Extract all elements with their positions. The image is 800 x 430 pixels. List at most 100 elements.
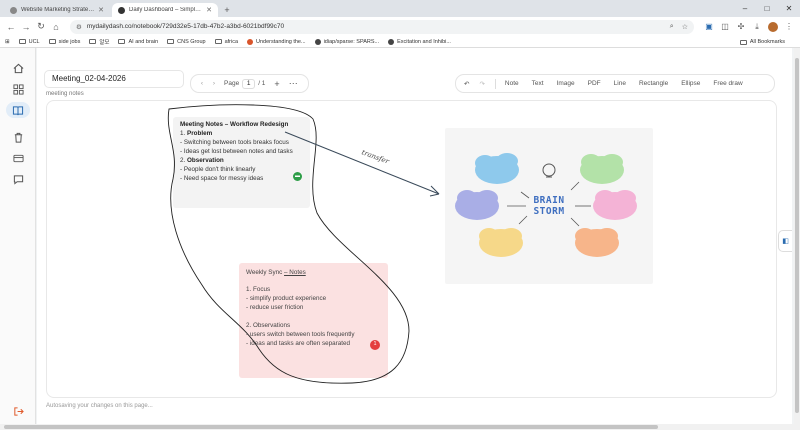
tab-website-marketing[interactable]: Website Marketing Strategies ✕ (4, 3, 110, 17)
bookmark-ai-brain[interactable]: AI and brain (118, 39, 158, 45)
scroll-thumb[interactable] (795, 58, 799, 413)
close-window-icon[interactable]: ✕ (785, 4, 793, 13)
bookmark-sparse[interactable]: idiap/sparse: SPARS... (314, 38, 380, 45)
more-options-icon[interactable]: ⋯ (288, 78, 298, 88)
more-menu-icon[interactable]: ⋮ (785, 22, 793, 31)
extension-icon[interactable]: ▣ (705, 22, 713, 31)
site-favicon-icon (118, 6, 125, 14)
note-weekly-sync[interactable]: Weekly Sync – Notes 1. Focus - simplify … (239, 263, 388, 378)
download-icon[interactable]: ⤓ (755, 21, 759, 31)
horizontal-scrollbar[interactable] (0, 424, 800, 430)
trash-icon[interactable] (10, 129, 26, 145)
notebook-nav-icon[interactable] (6, 102, 30, 118)
bookmark-understanding[interactable]: Understanding the... (247, 38, 306, 45)
all-bookmarks[interactable]: All Bookmarks (739, 36, 785, 48)
add-page-icon[interactable]: + (274, 78, 280, 89)
undo-icon[interactable]: ↶ (464, 80, 470, 88)
note-title-part: Weekly Sync (246, 269, 285, 276)
section-title: Observation (187, 156, 224, 164)
minimize-icon[interactable]: – (742, 4, 748, 13)
side-panel-toggle-icon[interactable]: ◧ (778, 230, 792, 252)
close-icon[interactable]: ✕ (98, 7, 104, 14)
folder-icon (739, 39, 747, 45)
forward-icon[interactable]: → (21, 21, 31, 32)
freehand-drawing (167, 104, 440, 384)
back-icon[interactable]: ← (6, 21, 16, 32)
bookmark-label: idiap/sparse: SPARS... (323, 38, 380, 45)
bookmark-excitation[interactable]: Excitation and Inhibi... (388, 38, 451, 45)
apps-grid-icon[interactable]: ⊞ (5, 38, 10, 45)
bookmark-star-icon[interactable]: ☆ (681, 23, 688, 31)
page-title-input[interactable]: Meeting_02-04-2026 (44, 70, 184, 88)
bookmark-ucl[interactable]: UCL (18, 38, 40, 45)
note-title: Weekly Sync – Notes (246, 268, 381, 277)
bookmark-folder-3[interactable]: 알모 (89, 38, 109, 46)
next-page-icon[interactable]: › (212, 80, 216, 87)
tool-free-draw[interactable]: Free draw (713, 80, 743, 87)
screenshot-icon[interactable]: ◫ (721, 22, 729, 31)
cloud-purple-icon (455, 190, 499, 220)
brainstorm-image[interactable]: BRAIN STORM (445, 128, 653, 284)
home-icon[interactable]: ⌂ (53, 21, 59, 32)
brainstorm-arrows (507, 181, 591, 227)
window-controls: – □ ✕ (734, 0, 800, 17)
url-text: mydailydash.co/notebook/729d32e5-17db-47… (86, 23, 285, 30)
note-line: - simplify product experience (246, 295, 327, 303)
site-favicon-icon (10, 6, 17, 14)
tab-label: Website Marketing Strategies (21, 7, 96, 13)
tool-rectangle[interactable]: Rectangle (638, 80, 669, 87)
dashboard-grid-icon[interactable] (10, 81, 26, 97)
note-meeting-workflow[interactable]: Meeting Notes – Workflow Redesign 1. Pro… (173, 117, 310, 208)
home-nav-icon[interactable] (10, 60, 26, 76)
reload-icon[interactable]: ↻ (37, 21, 45, 31)
profile-avatar[interactable] (766, 20, 780, 34)
new-tab-button[interactable]: + (224, 5, 230, 15)
note-line: - Need space for messy ideas (180, 174, 264, 182)
tab-label: Daily Dashboard – Simple Life (129, 7, 204, 13)
prev-page-icon[interactable]: ‹ (200, 80, 204, 87)
green-chat-badge-icon[interactable]: ▬ (293, 172, 302, 181)
comment-count-badge[interactable]: 1 (370, 340, 380, 350)
tab-daily-dashboard[interactable]: Daily Dashboard – Simple Life ✕ (112, 3, 218, 17)
notebook-canvas[interactable]: Meeting Notes – Workflow Redesign 1. Pro… (46, 100, 777, 398)
bookmark-side-jobs[interactable]: side jobs (48, 39, 80, 45)
logout-icon[interactable] (10, 403, 26, 419)
section-number: 1. (180, 129, 186, 137)
note-section-title: 2. Observation (180, 157, 303, 166)
tool-ellipse[interactable]: Ellipse (681, 80, 701, 87)
tool-image[interactable]: Image (556, 80, 575, 87)
arrow-annotation-label[interactable]: transfer (360, 148, 391, 166)
site-info-icon[interactable]: ⚙ (76, 23, 82, 31)
scroll-thumb[interactable] (4, 425, 658, 429)
note-line: - reduce user friction (246, 304, 304, 312)
note-line: 1. Focus (246, 286, 271, 294)
page-subtitle[interactable]: meeting notes (46, 91, 84, 97)
tool-line[interactable]: Line (613, 80, 626, 87)
redo-icon[interactable]: ↷ (479, 80, 485, 88)
tool-note[interactable]: Note (504, 80, 519, 87)
bookmark-label: UCL (28, 38, 40, 45)
note-line: - Switching between tools breaks focus (180, 138, 289, 146)
chat-icon[interactable] (10, 171, 26, 187)
tool-pdf[interactable]: PDF (587, 80, 601, 87)
address-bar[interactable]: ⚙ mydailydash.co/notebook/729d32e5-17db-… (70, 19, 694, 34)
tool-text[interactable]: Text (531, 80, 544, 87)
cloud-blue-icon (475, 153, 519, 184)
vertical-scrollbar[interactable] (794, 48, 800, 424)
puzzle-icon[interactable]: ✣ (737, 22, 745, 31)
close-icon[interactable]: ✕ (206, 7, 212, 14)
left-sidebar (0, 48, 36, 424)
maximize-icon[interactable]: □ (764, 4, 770, 13)
page-number-input[interactable]: 1 (242, 78, 256, 89)
cloud-yellow-icon (479, 228, 523, 257)
brainstorm-illustration (455, 153, 637, 257)
card-icon[interactable] (10, 150, 26, 166)
folder-icon (48, 39, 56, 44)
bookmark-africa[interactable]: africa (214, 39, 238, 45)
brainstorm-title-line2: STORM (533, 206, 565, 217)
zoom-icon[interactable]: ⌕ (669, 22, 674, 30)
transfer-arrow-head (429, 185, 440, 197)
toolbar-divider (494, 78, 496, 89)
folder-icon (167, 39, 175, 44)
bookmark-cns-group[interactable]: CNS Group (167, 39, 206, 45)
